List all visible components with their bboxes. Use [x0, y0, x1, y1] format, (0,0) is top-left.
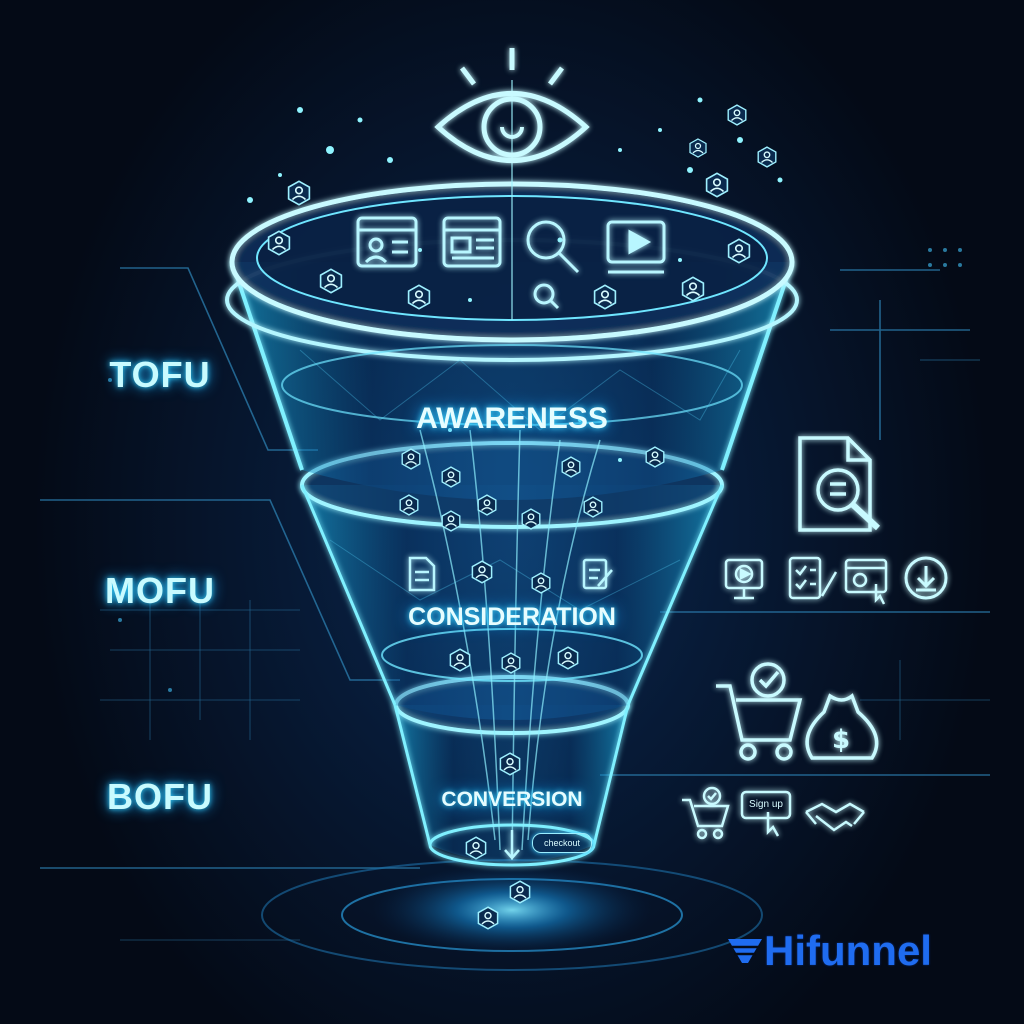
- handshake-icon: [805, 802, 865, 832]
- circuit-dots: [108, 248, 962, 692]
- magnifier-icon: [526, 220, 580, 274]
- down-arrow-head: [504, 849, 520, 860]
- circuit-lines-left: [40, 267, 420, 941]
- analytics-click-icon: [844, 558, 888, 605]
- circuit-lines-right: [600, 269, 990, 776]
- eye-icon: [434, 48, 590, 163]
- brand-logo: Hifunnel: [728, 924, 988, 978]
- web-page-icon: [442, 216, 502, 268]
- money-bag-icon: $: [805, 693, 879, 760]
- small-magnifier-icon: [533, 283, 560, 310]
- cart-check-icon: [716, 662, 803, 761]
- download-icon: [904, 556, 948, 600]
- phase-label-awareness: AWARENESS: [416, 402, 608, 435]
- stage-label-tofu: TOFU: [109, 354, 211, 395]
- video-monitor-icon: [724, 558, 764, 600]
- phase-label-consideration: CONSIDERATION: [408, 603, 616, 631]
- video-player-icon: [606, 220, 666, 274]
- base-rings: [261, 859, 763, 971]
- funnel-logo-icon: [728, 939, 762, 963]
- sign-up-icon: [740, 790, 792, 837]
- profile-card-icon: [356, 216, 418, 268]
- document-search-icon: [798, 436, 881, 532]
- checklist-icon: [788, 556, 838, 600]
- document-icon: [408, 556, 436, 592]
- phase-label-conversion: CONVERSION: [441, 788, 583, 811]
- small-cart-icon: [682, 786, 730, 840]
- svg-text:$: $: [832, 725, 850, 755]
- clipboard-edit-icon: [582, 558, 613, 590]
- brand-name: Hifunnel: [764, 927, 932, 974]
- sign-up-label: Sign up: [749, 799, 783, 810]
- stage-label-mofu: MOFU: [105, 570, 215, 611]
- energy-streams: [419, 80, 601, 861]
- checkout-button: checkout: [532, 833, 592, 853]
- stage-label-bofu: BOFU: [107, 776, 213, 817]
- particles: [247, 97, 783, 462]
